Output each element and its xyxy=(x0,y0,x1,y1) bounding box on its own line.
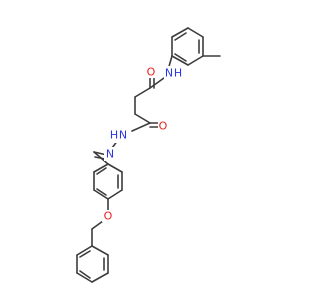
bond xyxy=(91,245,109,256)
bond xyxy=(96,188,107,196)
imine-nitrogen-label: N xyxy=(106,148,114,161)
bond xyxy=(96,167,107,175)
amide-h-label: H xyxy=(174,67,182,80)
bond xyxy=(174,32,187,41)
bond xyxy=(131,122,151,132)
structure-canvas: N H O O H N N O xyxy=(76,27,221,283)
bond xyxy=(91,220,104,230)
bond xyxy=(107,163,123,173)
bond xyxy=(76,245,93,256)
bond xyxy=(76,272,93,283)
bond xyxy=(174,53,187,62)
bond xyxy=(134,87,151,98)
bond xyxy=(79,270,91,279)
bond xyxy=(187,27,204,38)
amide-n-label: N xyxy=(165,67,173,80)
hydrazide-n-label: N xyxy=(119,129,127,142)
carbonyl-oxygen-bottom: O xyxy=(159,120,168,133)
bond xyxy=(93,189,109,200)
bond xyxy=(91,272,109,283)
bond xyxy=(171,27,189,38)
bond xyxy=(107,189,123,200)
hydrazide-h-label: H xyxy=(110,129,118,142)
ether-oxygen-label: O xyxy=(104,210,113,223)
bond xyxy=(187,55,204,66)
carbonyl-oxygen-top: O xyxy=(147,66,156,79)
bond xyxy=(79,250,91,258)
bond xyxy=(134,113,151,124)
molecule-diagram: N H O O H N N O xyxy=(76,27,221,283)
atom-label-layer: N H O O H N N O xyxy=(102,66,182,223)
bond xyxy=(171,55,189,66)
bond xyxy=(93,163,109,173)
bond xyxy=(93,151,109,165)
bond xyxy=(149,77,165,89)
